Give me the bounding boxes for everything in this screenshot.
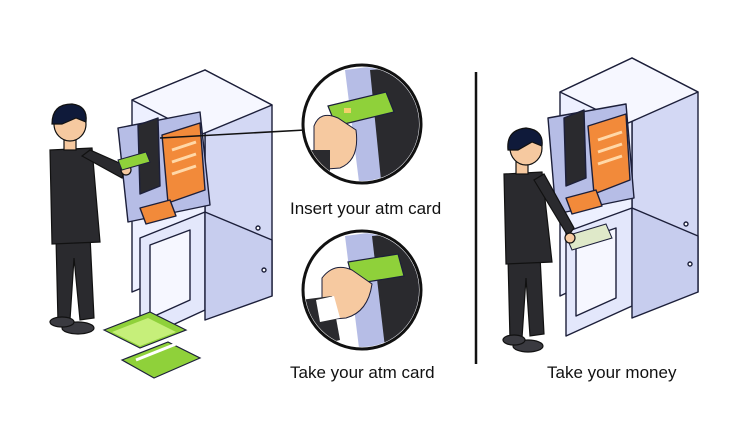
left-atm-machine (117, 69, 273, 341)
take-money-caption: Take your money (547, 363, 677, 382)
floor-atm-cards-icon (102, 311, 202, 379)
left-person-icon (49, 103, 132, 335)
cash-icon (565, 223, 613, 251)
insert-card-caption: Insert your atm card (290, 199, 442, 218)
zoom-connector-line (159, 129, 306, 139)
take-card-zoom-circle (301, 229, 423, 351)
insert-card-zoom-circle (301, 63, 423, 185)
right-person-icon (502, 127, 576, 353)
held-atm-card-icon (117, 151, 151, 171)
take-card-caption: Take your atm card (290, 363, 435, 382)
right-atm-machine (547, 57, 699, 337)
